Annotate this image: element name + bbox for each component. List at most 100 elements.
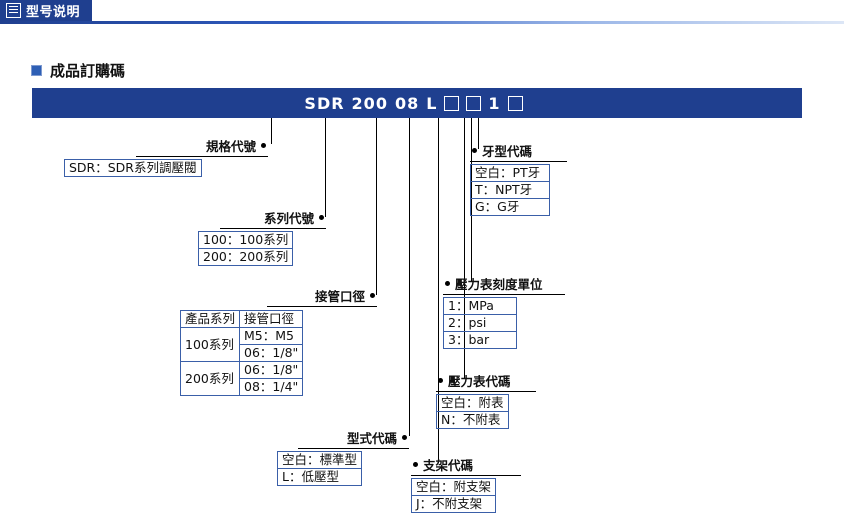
list-icon (6, 3, 21, 18)
code-seg-2: 08 (394, 93, 420, 113)
cell: 200：200系列 (197, 248, 294, 266)
group-type-caption: 型式代碼 (346, 431, 397, 446)
code-digit: 1 (488, 93, 501, 113)
table-row: J：不附支架 (410, 495, 497, 513)
group-series-underline (220, 228, 326, 229)
leader-dot-icon (319, 215, 324, 220)
table-row: 空白：附支架 (410, 478, 497, 496)
leader-thread (478, 118, 479, 149)
code-seg-3: L (426, 93, 438, 113)
leader-dot-icon (370, 293, 375, 298)
cell: L：低壓型 (276, 468, 363, 486)
code-seg-0: SDR (304, 93, 345, 113)
leader-dot-icon (445, 281, 450, 286)
cell: 空白：標準型 (276, 451, 363, 469)
cell: 空白：附表 (436, 394, 509, 412)
group-unit-underline (443, 294, 565, 295)
group-gauge-caption: 壓力表代碼 (448, 374, 511, 389)
group-bracket: 支架代碼 空白：附支架 J：不附支架 (410, 455, 521, 513)
leader-dot-icon (472, 148, 477, 153)
group-series: 系列代號 100：100系列 200：200系列 (197, 208, 326, 266)
code-box-1 (444, 95, 460, 111)
group-thread-underline (470, 161, 567, 162)
table-row: 08：1/4" (181, 378, 304, 396)
leader-port (376, 118, 377, 295)
leader-type (409, 118, 410, 436)
table-row: T：NPT牙 (470, 181, 550, 199)
group-thread-table: 空白：PT牙 T：NPT牙 G：G牙 (470, 164, 550, 216)
table-row: 空白：PT牙 (470, 164, 550, 182)
header-tab-label: 型号说明 (26, 5, 81, 20)
cell: G：G牙 (470, 198, 550, 216)
group-thread: 牙型代碼 空白：PT牙 T：NPT牙 G：G牙 (470, 141, 567, 216)
leader-spec (271, 118, 272, 144)
group-gauge: 壓力表代碼 空白：附表 N：不附表 (436, 371, 536, 429)
page-header: 型号说明 (0, 0, 844, 24)
cell: J：不附支架 (410, 495, 497, 513)
table-row: L：低壓型 (276, 468, 363, 486)
code-box-3 (507, 95, 523, 111)
cell: M5：M5 (239, 327, 304, 345)
leader-dot-icon (402, 435, 407, 440)
section-title: 成品訂購碼 (31, 60, 125, 81)
group-spec-caption: 規格代號 (205, 139, 256, 154)
group-type: 型式代碼 空白：標準型 L：低壓型 (276, 428, 409, 486)
table-row: 產品系列 接管口徑 (179, 310, 304, 328)
header-rule (0, 21, 844, 24)
group-spec-underline (136, 156, 268, 157)
table-row: 200：200系列 (197, 248, 294, 266)
group-gauge-table: 空白：附表 N：不附表 (436, 394, 509, 429)
table-row: 3：bar (443, 331, 517, 349)
cell: 空白：PT牙 (470, 164, 550, 182)
leader-series (325, 118, 326, 217)
group-port-table: 產品系列 接管口徑 100系列 M5：M5 06：1/8" 200系列 06：1… (179, 310, 304, 396)
group-series-table: 100：100系列 200：200系列 (197, 231, 294, 266)
group-series-caption: 系列代號 (263, 211, 314, 226)
bullet-square-icon (31, 65, 42, 76)
table-row: 空白：標準型 (276, 451, 363, 469)
leader-dot-icon (261, 143, 266, 148)
group-bracket-table: 空白：附支架 J：不附支架 (410, 478, 497, 513)
table-row: G：G牙 (470, 198, 550, 216)
cell: 3：bar (443, 331, 517, 349)
cell: 2：psi (443, 314, 517, 332)
group-spec: 規格代號 SDR：SDR系列調壓閥 (64, 136, 268, 177)
cell-header: 產品系列 (179, 310, 241, 328)
group-port: 接管口徑 產品系列 接管口徑 100系列 M5：M5 06：1/8" 200系列… (179, 286, 377, 396)
group-type-underline (298, 448, 409, 449)
cell-header: 接管口徑 (239, 310, 304, 328)
leader-dot-icon (413, 462, 418, 467)
table-row: 200系列 06：1/8" (179, 361, 304, 396)
cell: 06：1/8" (239, 344, 304, 362)
code-box-2 (466, 95, 482, 111)
leader-dot-icon (438, 378, 443, 383)
cell: SDR：SDR系列調壓閥 (64, 159, 202, 177)
group-thread-caption: 牙型代碼 (482, 144, 533, 159)
group-unit: 壓力表刻度單位 1：MPa 2：psi 3：bar (443, 274, 565, 349)
leader-bracket (438, 118, 439, 463)
table-row: SDR：SDR系列調壓閥 (64, 159, 202, 177)
table-row: 1：MPa (443, 297, 517, 315)
cell: 08：1/4" (239, 378, 304, 396)
cell: 200系列 (179, 361, 241, 396)
order-code-text: SDR 200 08 L 1 (32, 88, 802, 118)
group-bracket-underline (411, 475, 521, 476)
cell: 06：1/8" (239, 361, 304, 379)
table-row: 空白：附表 (436, 394, 509, 412)
cell: 100系列 (179, 327, 241, 362)
group-type-table: 空白：標準型 L：低壓型 (276, 451, 363, 486)
group-unit-caption: 壓力表刻度單位 (455, 277, 543, 292)
group-bracket-caption: 支架代碼 (423, 458, 474, 473)
table-row: 100系列 M5：M5 (179, 327, 304, 362)
code-seg-1: 200 (351, 93, 388, 113)
group-spec-table: SDR：SDR系列調壓閥 (64, 159, 202, 177)
cell: N：不附表 (436, 411, 509, 429)
cell: T：NPT牙 (470, 181, 550, 199)
cell: 1：MPa (443, 297, 517, 315)
leader-gauge (464, 118, 465, 379)
table-row: N：不附表 (436, 411, 509, 429)
order-code-bar: SDR 200 08 L 1 (32, 88, 802, 118)
group-port-caption: 接管口徑 (314, 289, 365, 304)
table-row: 100：100系列 (197, 231, 294, 249)
group-port-underline (267, 306, 377, 307)
